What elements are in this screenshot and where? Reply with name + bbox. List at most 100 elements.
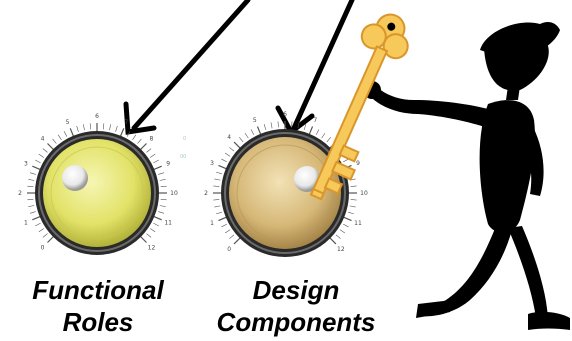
dial-label: 6 [283, 111, 287, 118]
dial-tick [224, 152, 231, 157]
dial-tick [218, 164, 228, 170]
dial-label: 10 [170, 190, 178, 197]
dial-tick [221, 223, 227, 228]
dial-tick [153, 215, 162, 221]
caption-line: Components [216, 307, 376, 337]
dial-tick [119, 128, 125, 137]
dial-tick [139, 143, 147, 151]
dial-tick [32, 165, 41, 171]
dial-label: 5 [253, 117, 257, 124]
dial-tick [38, 153, 44, 158]
dial-label: 0 [41, 244, 45, 251]
dial-tick [224, 229, 231, 234]
dial-label: 11 [164, 219, 172, 226]
caption-design-components: Design Components [196, 274, 396, 338]
dial-tick [213, 185, 220, 187]
caption-line: Design [252, 275, 340, 305]
dial-label: 4 [227, 134, 231, 141]
dial-tick [153, 222, 159, 227]
dial-tick [139, 235, 147, 243]
dial-tick [38, 228, 44, 233]
dial-tick [76, 125, 79, 132]
dial-tick [229, 234, 235, 239]
knob-indicator [294, 166, 320, 192]
knob-indicator [62, 165, 88, 191]
dial-label: 10 [360, 190, 368, 197]
dial-tick [343, 158, 349, 163]
caption-line: Functional [32, 275, 164, 305]
dial-tick [102, 123, 105, 130]
dial-tick [350, 199, 357, 201]
dial-label: 3 [210, 160, 214, 167]
dial-label: 9 [166, 161, 170, 168]
dial-tick [109, 124, 111, 131]
dial-tick [153, 159, 159, 164]
dial-tick [32, 215, 41, 221]
dial-tick [350, 185, 357, 187]
dial-tick [42, 148, 48, 153]
dial-label: 3 [24, 161, 28, 168]
dial-label: 12 [337, 246, 345, 253]
dial-tick [303, 124, 307, 130]
faint-mark: 0 [183, 136, 186, 142]
dial-label: 1 [24, 219, 28, 226]
dial-tick [263, 124, 267, 130]
dial-tick [339, 229, 346, 234]
dial-tick [160, 185, 167, 188]
dial-label: 2 [18, 190, 22, 197]
dial-tick [348, 211, 354, 215]
dial-tick [239, 137, 244, 143]
dial-tick [321, 132, 326, 139]
dial-tick [126, 131, 131, 137]
dial-tick [132, 134, 137, 140]
dial-tick [27, 185, 34, 188]
dial-tick [150, 153, 156, 158]
dial-tick [35, 159, 41, 164]
dial-tick [35, 222, 41, 227]
dial-tick [42, 233, 48, 238]
dial-tick [63, 131, 68, 137]
dial-tick [153, 165, 162, 171]
dial-tick [291, 121, 293, 128]
caption-line: Roles [62, 307, 134, 337]
dial-tick [214, 205, 221, 208]
dial-tick [326, 137, 331, 143]
dial-tick [83, 124, 85, 131]
dial-label: 5 [66, 119, 70, 126]
dial-tick [349, 205, 356, 208]
dial-tick [28, 179, 35, 181]
dial-tick [343, 223, 349, 228]
dial-label: 7 [125, 119, 129, 126]
dial-label: 9 [356, 160, 360, 167]
dial-tick [29, 211, 36, 214]
dial-tick [160, 198, 167, 201]
dial-label: 2 [204, 190, 208, 197]
dial-tick [244, 132, 249, 139]
dial-tick [342, 216, 352, 222]
dial-tick [233, 141, 241, 149]
dial-tick [146, 148, 152, 153]
dial-tick [229, 147, 235, 152]
dial-label: 7 [313, 117, 317, 124]
knob-face [229, 137, 341, 249]
dial-tick [158, 211, 165, 214]
dial-tick [69, 128, 75, 137]
dial-label: 1 [210, 220, 214, 227]
stick-figure-icon [363, 22, 570, 330]
dial-tick [89, 123, 92, 130]
dial-tick [52, 138, 57, 144]
dial-tick [159, 205, 166, 207]
dial-tick [28, 205, 35, 207]
dial-tick [137, 138, 142, 144]
dial-tick [256, 126, 262, 136]
dial-tick [47, 235, 55, 243]
arrow-to-design-components [275, 0, 355, 136]
dial-tick [146, 233, 152, 238]
dial-tick [27, 198, 34, 201]
dial-label: 11 [354, 220, 362, 227]
dial-tick [150, 228, 156, 233]
